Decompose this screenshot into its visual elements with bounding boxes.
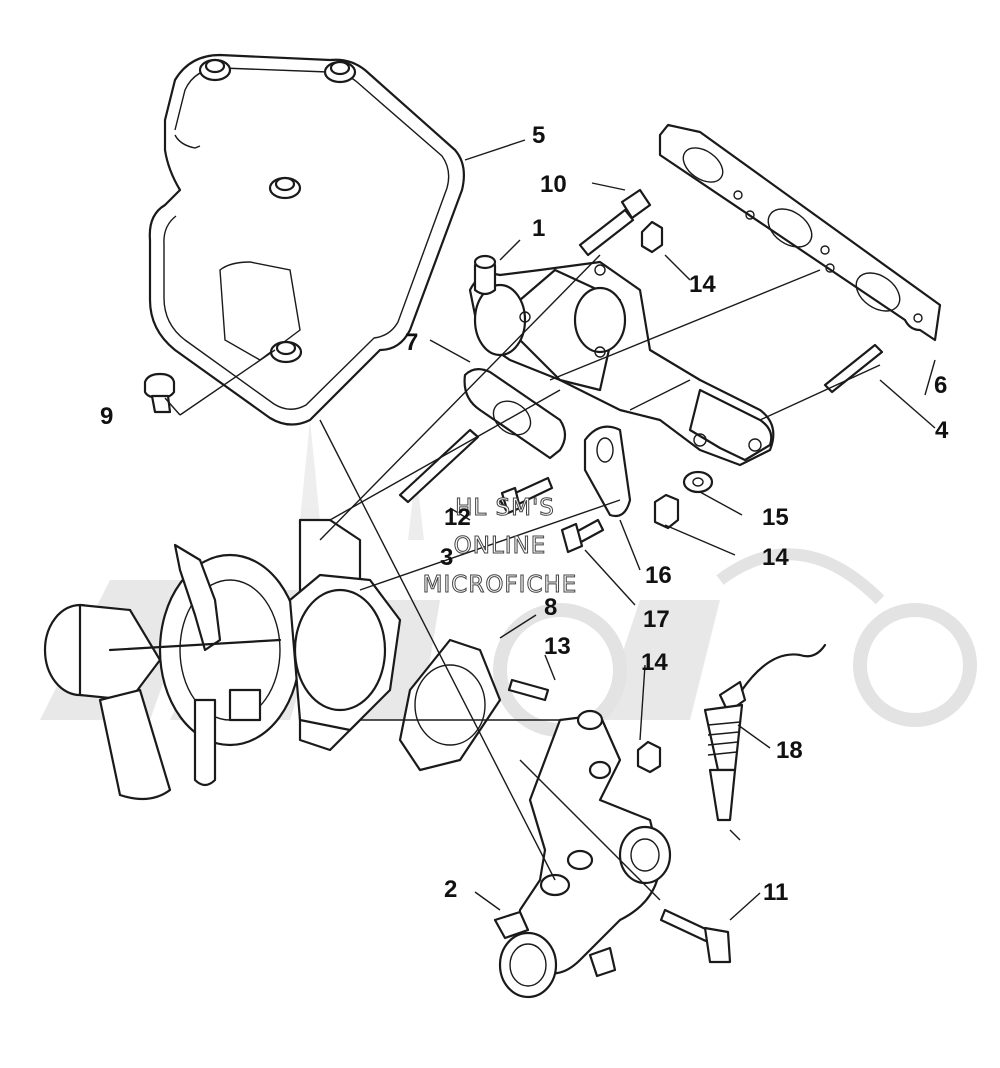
heat-shield-part-5 [148, 53, 465, 426]
callout-14-mid: 14 [762, 544, 789, 571]
callout-12: 12 [444, 504, 471, 531]
turbocharger [43, 518, 402, 801]
callout-14-top: 14 [689, 271, 716, 298]
nut-part-14-top [640, 220, 664, 254]
nut-part-14-low [636, 740, 662, 774]
turbo-gasket-part-8 [398, 638, 502, 772]
stud-part-13 [507, 678, 550, 702]
exhaust-elbow-part-2 [493, 709, 672, 999]
manifold-gasket-part-6 [658, 123, 942, 342]
callout-1: 1 [532, 215, 545, 242]
callout-6: 6 [934, 372, 947, 399]
oxygen-sensor-part-18 [703, 643, 827, 822]
leader-lines [164, 139, 936, 921]
callout-7: 7 [405, 329, 418, 356]
watermark-line-2: ONLINE [454, 533, 547, 559]
bolt-part-10 [578, 188, 652, 257]
callout-2: 2 [444, 876, 457, 903]
callout-10: 10 [540, 171, 567, 198]
callout-15: 15 [762, 504, 789, 531]
gasket-part-7 [463, 368, 567, 460]
callout-17: 17 [643, 606, 670, 633]
callout-3: 3 [440, 544, 453, 571]
bolt-part-17 [560, 518, 605, 554]
callout-11: 11 [763, 879, 788, 906]
bracket-part-16 [583, 425, 632, 518]
washer-part-15 [682, 470, 714, 494]
callout-16: 16 [645, 562, 672, 589]
stud-part-4 [823, 343, 884, 394]
stud-part-12 [398, 428, 480, 504]
callout-13: 13 [544, 633, 571, 660]
bolt-part-11 [659, 908, 732, 964]
watermark-text: HL SM'S ONLINE MICROFICHE [422, 495, 578, 599]
callout-8: 8 [544, 594, 557, 621]
nut-part-14-mid [653, 493, 680, 530]
callout-4: 4 [935, 417, 949, 444]
callout-18: 18 [776, 737, 803, 764]
callout-14-low: 14 [641, 649, 668, 676]
callout-9: 9 [100, 403, 113, 430]
bolt-part-9 [143, 372, 176, 414]
callout-5: 5 [532, 122, 545, 149]
bolt-part-3 [498, 476, 554, 515]
watermark-line-1: HL SM'S [455, 495, 555, 521]
exhaust-manifold-part-1 [468, 254, 775, 467]
callout-labels: 1 2 3 4 5 6 7 8 9 10 11 12 13 14 14 14 1… [100, 122, 949, 906]
watermark-line-3: MICROFICHE [423, 572, 578, 598]
